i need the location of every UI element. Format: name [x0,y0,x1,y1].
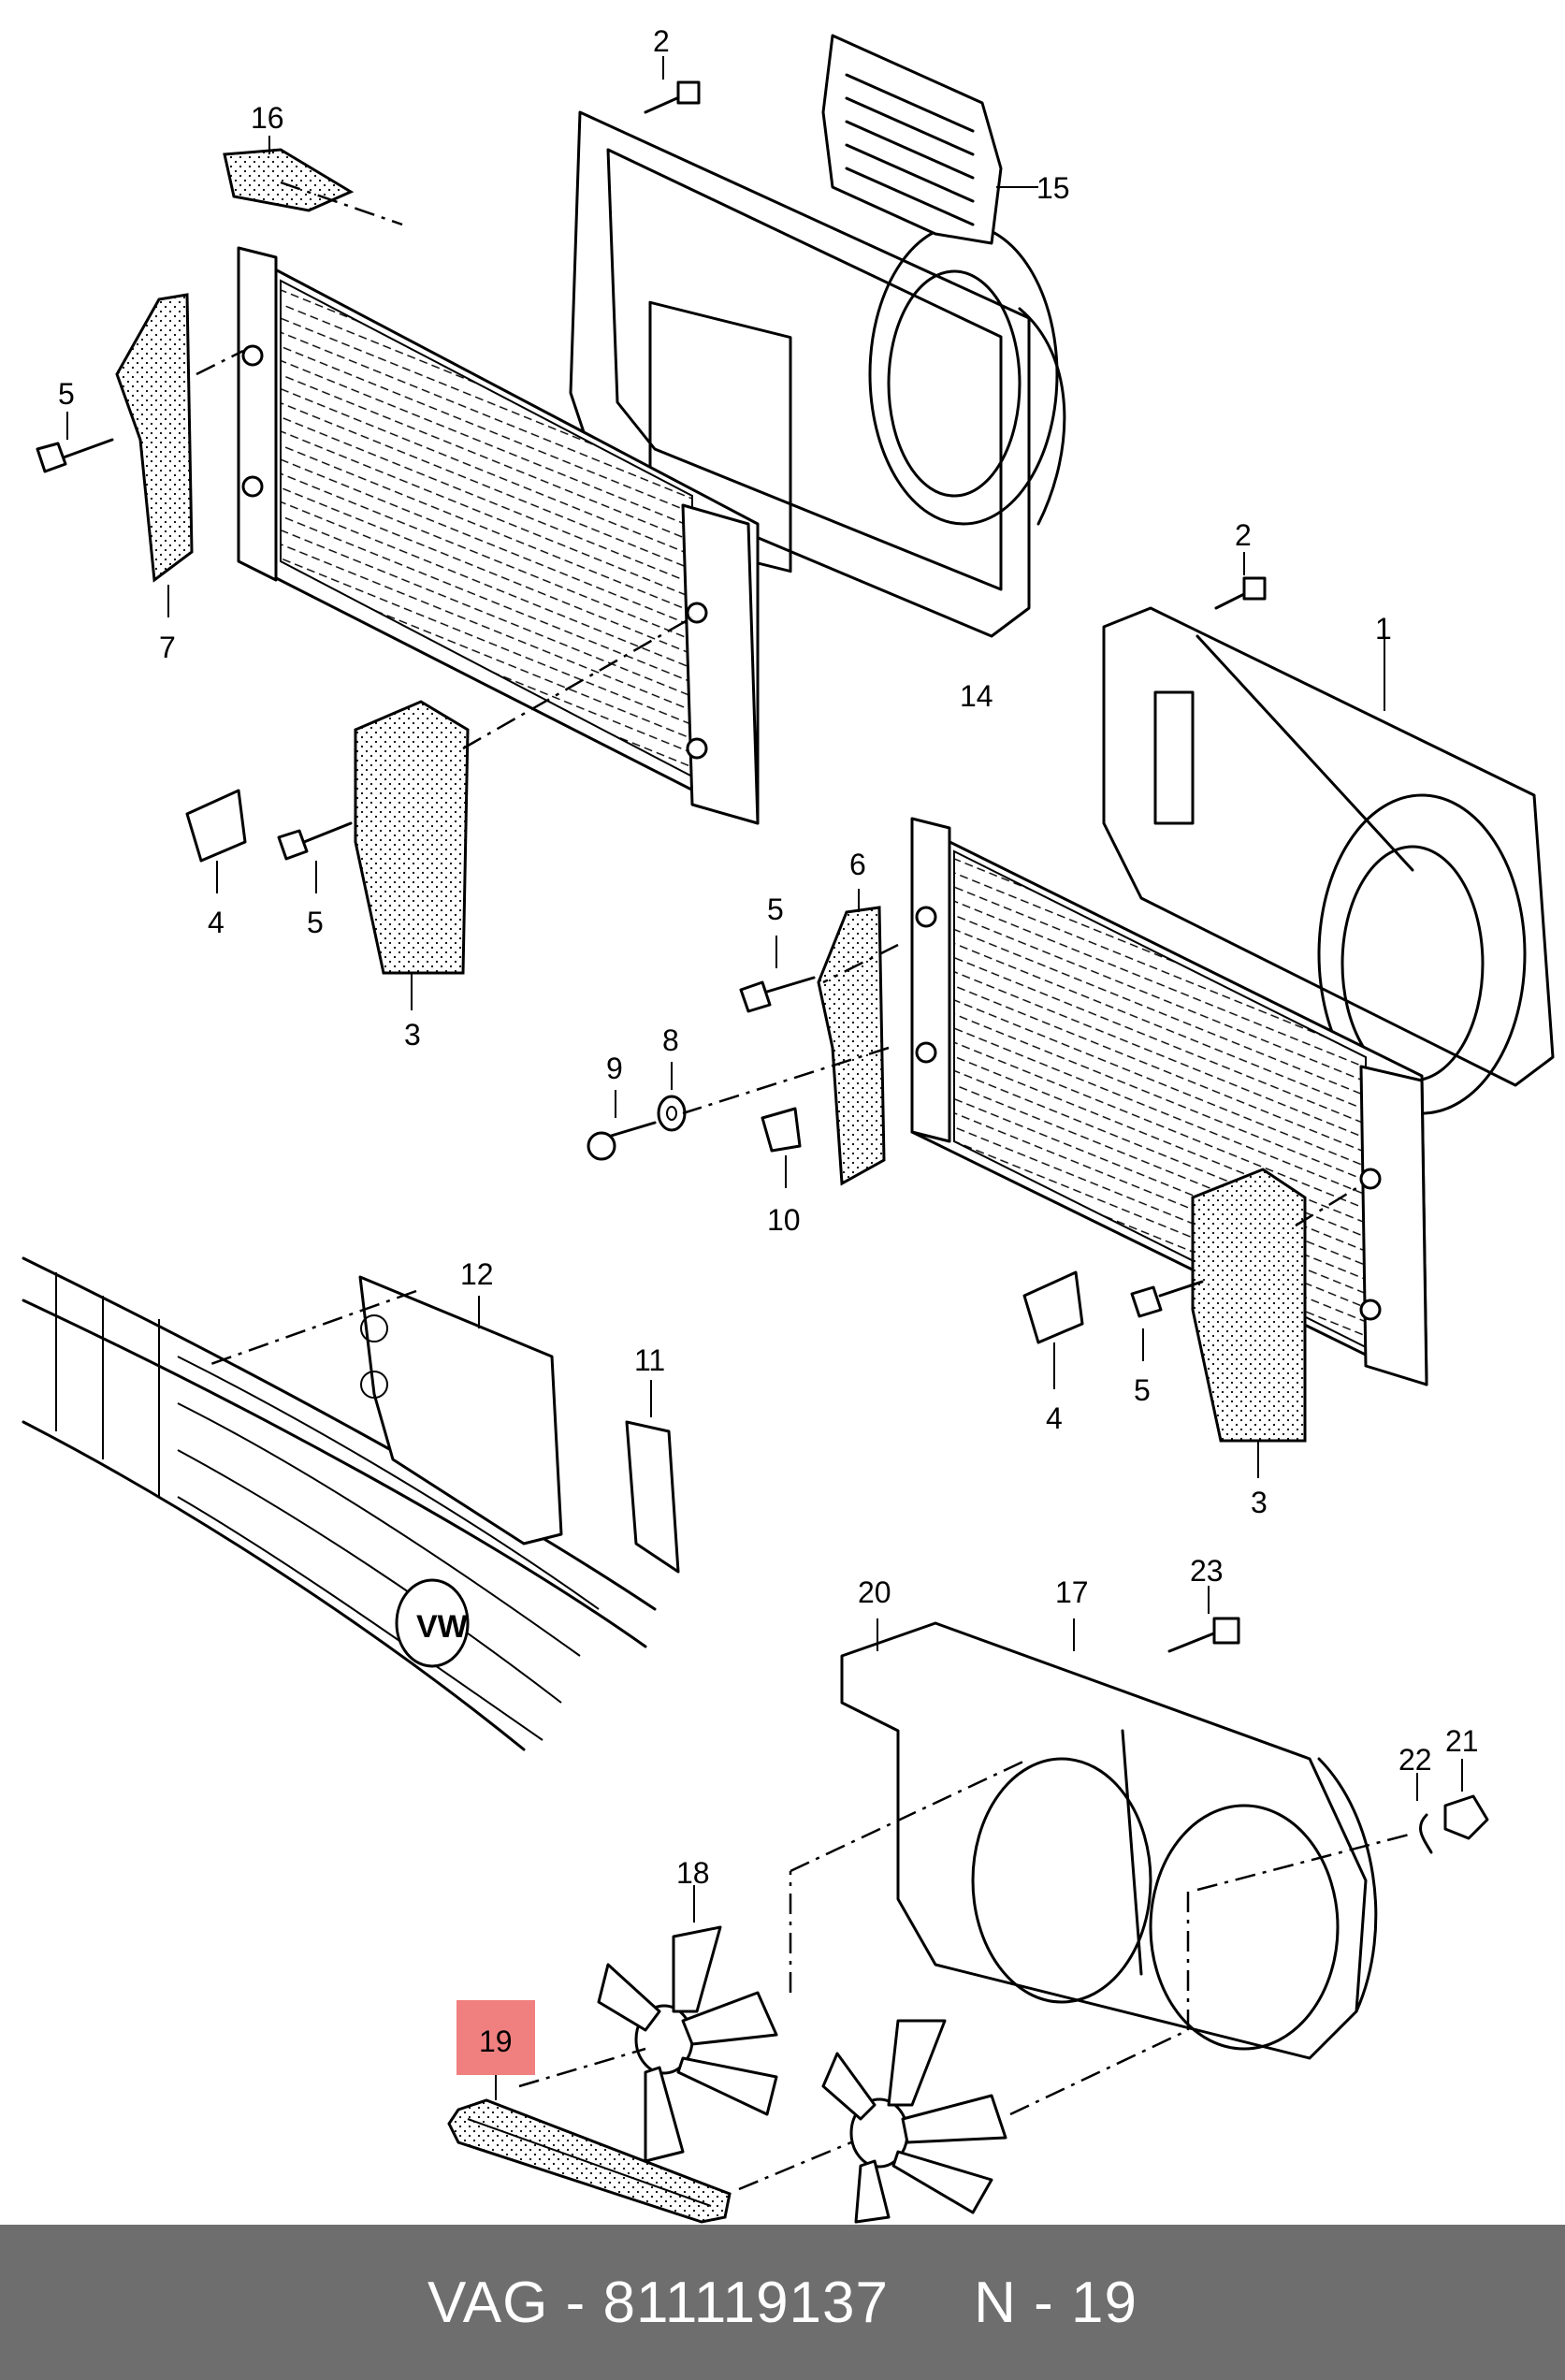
clip-part-10 [761,1107,802,1188]
label-23: 23 [1190,1554,1224,1588]
label-5-lower: 5 [1134,1373,1151,1407]
screw-part-5-upper-mid [739,936,816,1013]
highlight-box-19 [456,2000,535,2075]
label-16: 16 [251,101,284,135]
bracket-part-6 [817,889,886,1186]
bracket-part-7 [115,293,194,617]
fan-second [821,2019,1007,2224]
gasket-part-19 [447,2075,732,2224]
clip-part-4-bottom [1022,1270,1084,1389]
screw-part-2-top [644,56,701,114]
svg-text:VW: VW [416,1609,469,1645]
label-9: 9 [606,1052,623,1085]
footer-caption: VAG - 811119137 N - 19 [427,2270,1138,2336]
label-2-right: 2 [1235,518,1252,552]
separator: - [548,2270,603,2335]
screw-part-5-lower-right [1130,1280,1204,1361]
screw-part-9 [587,1090,657,1161]
label-19: 19 [479,2024,513,2058]
cover-plate-part-15 [821,34,1038,245]
label-4-bottom: 4 [1046,1401,1063,1435]
panel-part-12 [358,1275,563,1546]
label-21: 21 [1445,1724,1479,1758]
screw-part-23 [1167,1586,1240,1653]
screw-part-2-right [1214,552,1267,610]
part-number: 811119137 [602,2270,889,2335]
label-2-top: 2 [653,24,670,58]
spacer [889,2271,974,2335]
label-1: 1 [1375,612,1392,646]
label-10: 10 [767,1203,801,1237]
clip-part-22 [1416,1773,1433,1854]
label-20: 20 [858,1575,891,1609]
bracket-part-3-bottom [1191,1168,1307,1478]
label-15: 15 [1036,171,1070,205]
part-labels: 1 2 2 3 3 4 4 5 5 5 5 6 7 8 9 10 11 12 1… [58,24,1479,2058]
label-5-left: 5 [58,377,75,411]
label-7: 7 [159,631,176,664]
radiator-upper [237,246,760,825]
label-6: 6 [849,848,866,881]
part-number-footer: VAG - 811119137 N - 19 [0,2225,1565,2380]
brand-name: VAG [427,2270,549,2335]
bracket-part-11 [625,1380,680,1574]
label-17: 17 [1055,1575,1089,1609]
nut-part-21 [1443,1759,1489,1840]
label-5-mid: 5 [307,906,324,939]
label-3-bottom: 3 [1251,1486,1268,1519]
label-11: 11 [634,1343,665,1377]
label-22: 22 [1398,1743,1432,1777]
label-3-top: 3 [404,1018,421,1052]
assembly-lines [196,181,1413,2191]
bracket-part-3-top [354,700,470,1010]
label-5-center: 5 [767,892,784,926]
label-14: 14 [960,679,993,713]
diagram-reference: N - 19 [974,2270,1138,2335]
label-4-top: 4 [208,906,225,939]
fan-shroud-part-17 [840,1618,1378,2060]
label-18: 18 [676,1856,710,1890]
fan-part-18 [597,1885,778,2163]
radiator-grille: VW [22,1256,657,1751]
screw-part-5-left [36,412,114,473]
label-12: 12 [460,1257,494,1291]
washer-part-8 [657,1062,687,1132]
clip-part-4-top [185,789,247,893]
parts-diagram: VW [22,24,1555,2224]
label-8: 8 [662,1023,679,1057]
screw-part-5-mid [277,821,353,893]
